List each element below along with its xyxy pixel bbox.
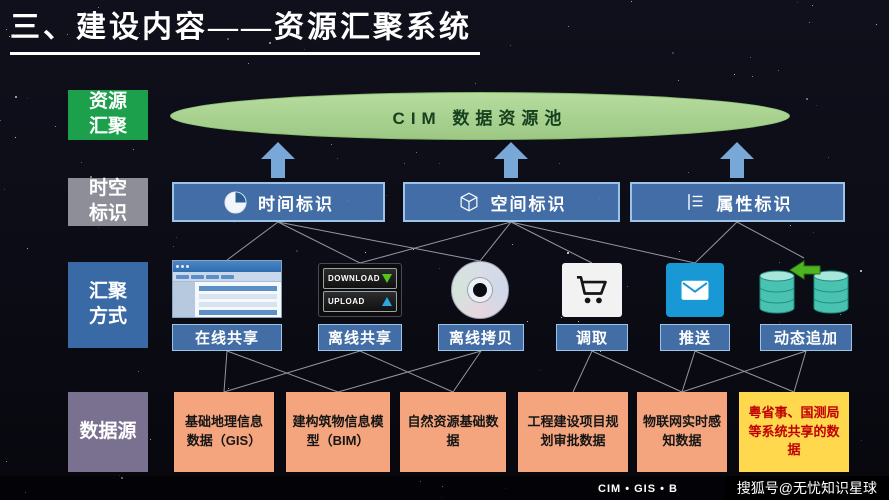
row-label-aggregation-method: 汇聚 方式 [68, 262, 148, 348]
row-label-line: 时空 [88, 178, 127, 200]
upload-arrow-icon [382, 297, 392, 306]
clock-icon [223, 190, 248, 215]
watermark: 搜狐号@无忧知识星球 [724, 476, 889, 500]
method-online-share: 在线共享 [172, 324, 282, 351]
row-label-line: 方式 [88, 306, 127, 327]
download-upload-panel: DOWNLOAD UPLOAD [318, 263, 402, 317]
tag-label: 空间标识 [490, 194, 567, 214]
method-offline-copy: 离线拷贝 [438, 324, 524, 351]
upload-row: UPLOAD [323, 291, 397, 312]
browser-sidebar [173, 282, 195, 317]
download-row: DOWNLOAD [323, 268, 397, 289]
row-label-data-source: 数据源 [68, 392, 148, 472]
browser-toolbar [173, 272, 281, 282]
tag-label: 属性标识 [716, 194, 793, 214]
row-label-line: 汇聚 [88, 116, 127, 137]
database-sync-icon [752, 258, 856, 318]
tag-label: 时间标识 [258, 194, 334, 214]
source-label: 建构筑物信息模型（BIM） [292, 414, 384, 448]
row-label-resource-aggregation: 资源 汇聚 [68, 90, 148, 140]
list-icon [683, 190, 707, 214]
mail-push-icon [666, 263, 724, 317]
download-arrow-icon [382, 274, 392, 283]
source-label: 工程建设项目规划审批数据 [527, 414, 619, 448]
row-label-line: 数据源 [79, 420, 137, 442]
page-title: 三、建设内容——资源汇聚系统 [10, 2, 480, 55]
method-offline-share: 离线共享 [318, 324, 402, 351]
tag-space-identification: 空间标识 [403, 182, 620, 222]
tag-attribute-identification: 属性标识 [630, 182, 845, 222]
bottom-caption: CIM • GIS • B [598, 483, 678, 495]
source-iot-realtime-data: 物联网实时感知数据 [637, 392, 727, 472]
source-bim-data: 建构筑物信息模型（BIM） [286, 392, 390, 472]
method-dynamic-append: 动态追加 [760, 324, 852, 351]
row-label-line: 标识 [88, 203, 127, 224]
online-share-screenshot [172, 260, 282, 318]
source-label: 自然资源基础数据 [407, 414, 499, 448]
method-label: 离线共享 [327, 330, 392, 347]
source-gis-data: 基础地理信息数据（GIS） [174, 392, 274, 472]
source-label: 基础地理信息数据（GIS） [184, 414, 263, 448]
method-label: 动态追加 [773, 330, 838, 347]
browser-content [195, 282, 281, 317]
row-label-line: 汇聚 [88, 281, 127, 303]
download-label: DOWNLOAD [328, 274, 380, 283]
source-construction-approval-data: 工程建设项目规划审批数据 [518, 392, 628, 472]
cube-icon [457, 190, 481, 214]
shopping-cart-icon [562, 263, 622, 317]
cd-disc-icon [451, 261, 509, 319]
method-label: 推送 [678, 330, 711, 347]
method-retrieve: 调取 [556, 324, 628, 351]
method-push: 推送 [660, 324, 730, 351]
cim-data-pool: CIM 数据资源池 [170, 92, 790, 140]
method-label: 在线共享 [194, 330, 259, 347]
method-label: 调取 [575, 330, 608, 347]
source-label: 物联网实时感知数据 [643, 414, 722, 448]
source-natural-resources-data: 自然资源基础数据 [400, 392, 506, 472]
cim-data-pool-label: CIM 数据资源池 [392, 108, 568, 128]
row-label-spatiotemporal-id: 时空 标识 [68, 178, 148, 226]
row-label-line: 资源 [88, 91, 127, 113]
tag-time-identification: 时间标识 [172, 182, 385, 222]
cd-hole [468, 278, 492, 302]
source-shared-systems-data: 粤省事、国测局等系统共享的数据 [739, 392, 849, 472]
method-label: 离线拷贝 [448, 330, 513, 347]
source-label: 粤省事、国测局等系统共享的数据 [748, 404, 840, 458]
upload-label: UPLOAD [328, 297, 365, 306]
browser-titlebar [173, 261, 281, 272]
